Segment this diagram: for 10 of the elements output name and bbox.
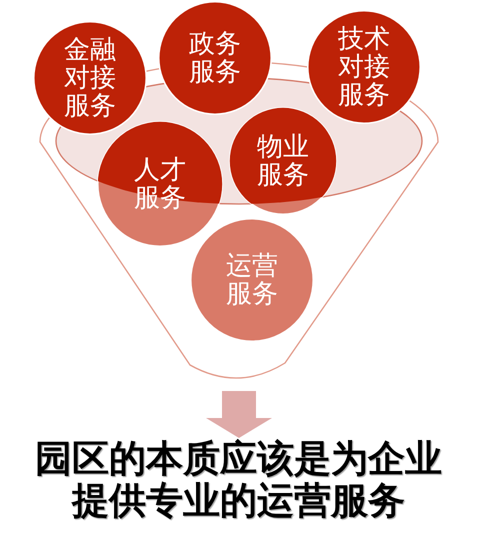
service-circle — [158, 1, 272, 115]
circle-label: 金融对接服务 — [63, 36, 117, 120]
service-circle — [97, 121, 223, 247]
conclusion-text: 园区的本质应该是为企业提供专业的运营服务 — [26, 438, 451, 522]
circle-label: 政务服务 — [188, 30, 242, 86]
service-circle — [190, 218, 314, 342]
circle-label: 物业服务 — [256, 133, 310, 189]
circle-label: 运营服务 — [225, 252, 279, 308]
circle-label: 技术对接服务 — [337, 25, 391, 109]
service-circle — [229, 107, 337, 215]
